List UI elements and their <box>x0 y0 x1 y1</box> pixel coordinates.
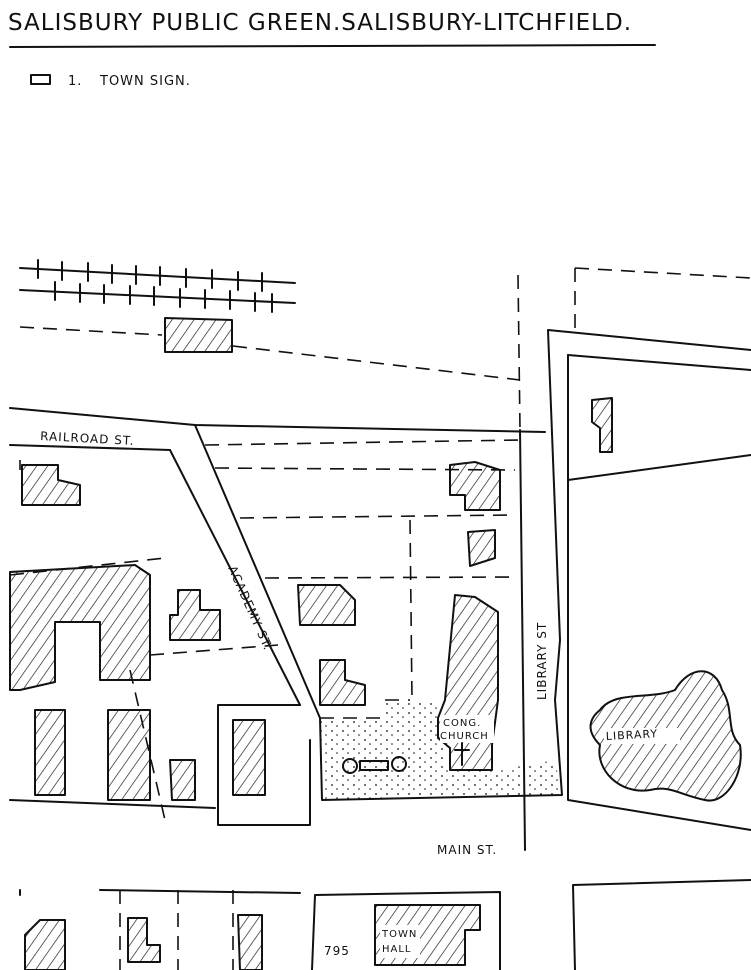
church-label-line2: CHURCH <box>440 731 489 742</box>
town-sign-marker <box>359 760 389 771</box>
address-number: 795 <box>324 944 350 958</box>
title-underline <box>9 44 656 48</box>
railroad-tracks <box>19 259 296 313</box>
railroad-street-label: RAILROAD ST. <box>40 429 135 448</box>
library-label: LIBRARY <box>605 727 658 743</box>
main-street-label: MAIN ST. <box>437 843 497 857</box>
church-label-line1: CONG. <box>443 718 481 729</box>
cross-icon <box>454 742 470 766</box>
street-outlines <box>9 329 751 970</box>
legend-label: TOWN SIGN. <box>99 74 191 89</box>
map-title: SALISBURY PUBLIC GREEN.SALISBURY-LITCHFI… <box>8 10 632 36</box>
buildings <box>9 317 742 970</box>
library-street-label: LIBRARY ST <box>535 622 549 700</box>
academy-street-label: ACADEMY ST. <box>225 564 275 653</box>
town-hall-label-line2: HALL <box>382 944 412 955</box>
church-building <box>437 594 499 771</box>
town-hall-label-line1: TOWN <box>381 929 417 940</box>
public-green <box>320 700 562 800</box>
green-trees-and-sign <box>342 756 407 774</box>
town-sign-legend-icon <box>30 74 51 85</box>
legend-number: 1. <box>68 74 82 89</box>
